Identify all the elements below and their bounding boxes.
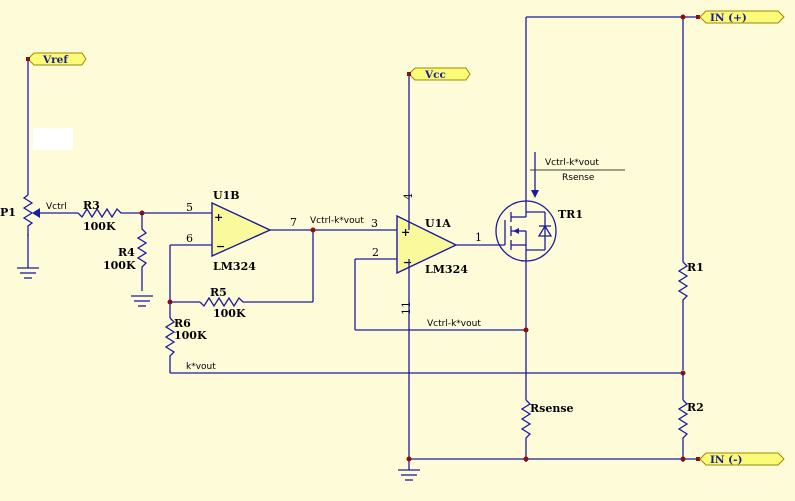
u1a-pin3: 3 [371,217,378,230]
p1-label: P1 [0,206,16,219]
r5-value: 100K [213,307,246,320]
feedback-net-label: Vctrl-k*vout [427,319,481,329]
u1a-label: U1A [425,217,451,230]
current-arrow [531,190,539,198]
svg-text:IN (-): IN (-) [710,454,742,466]
u1b-out-net-label: Vctrl-k*vout [310,216,364,226]
r4-value: 100K [103,259,136,272]
r6-label: R6 [174,317,191,330]
u1a-pin1: 1 [475,231,482,244]
fraction-denominator: Rsense [562,173,595,183]
u1b-part: LM324 [213,260,256,273]
r1-resistor [677,261,689,370]
svg-text:−: − [403,256,412,269]
r5-resistor [199,296,247,308]
junction-source-feedback [523,327,529,333]
junction-in-plus [680,14,686,20]
u1a-opamp: + − [396,214,458,275]
fraction-numerator: Vctrl-k*vout [545,158,599,168]
r2-label: R2 [687,401,704,414]
u1b-pin7: 7 [290,216,297,229]
blank-label-patch [33,128,73,150]
vctrl-net-label: Vctrl [46,202,67,212]
in-minus-port: IN (-) [699,452,785,466]
p1-potentiometer [22,194,34,236]
rsense-label: Rsense [530,402,574,415]
r4-label: R4 [118,246,135,259]
p1-wiper-arrow [32,208,40,218]
rsense-resistor [520,399,532,462]
r4-ground-symbol [131,295,153,307]
u1b-opamp: + − [211,201,272,258]
svg-text:Vref: Vref [42,54,69,66]
junction-ground-rail [406,456,412,462]
vcc-port: Vcc [408,67,471,81]
kvout-net-label: k*vout [186,362,216,372]
in-plus-port: IN (+) [699,10,785,24]
r6-value: 100K [174,329,207,342]
r4-resistor [136,213,148,291]
tr1-label: TR1 [558,208,583,221]
tr1-mosfet [495,200,557,262]
r3-resistor [77,207,132,219]
svg-text:+: + [214,211,223,224]
u1b-label: U1B [213,189,240,202]
svg-text:Vcc: Vcc [424,69,446,81]
u1a-part: LM324 [425,263,468,276]
u1b-pin5: 5 [186,201,193,214]
junction-in-minus [680,456,686,462]
u1a-pin2: 2 [372,246,379,259]
svg-text:−: − [216,240,225,253]
u1b-pin6: 6 [186,232,193,245]
svg-text:IN (+): IN (+) [710,12,747,24]
r2-resistor [677,399,689,462]
r6-resistor [164,317,176,373]
r1-label: R1 [687,261,704,274]
r3-value: 100K [83,220,116,233]
svg-text:+: + [401,226,410,239]
junction-rsense-rail [523,456,529,462]
r5-label: R5 [210,286,227,299]
vref-port: Vref [27,52,87,66]
r3-label: R3 [83,199,100,212]
main-ground-symbol [398,469,420,481]
u1a-pin11: 11 [400,301,413,315]
junction-u1b-out [310,227,316,233]
p1-ground-symbol [17,234,39,279]
